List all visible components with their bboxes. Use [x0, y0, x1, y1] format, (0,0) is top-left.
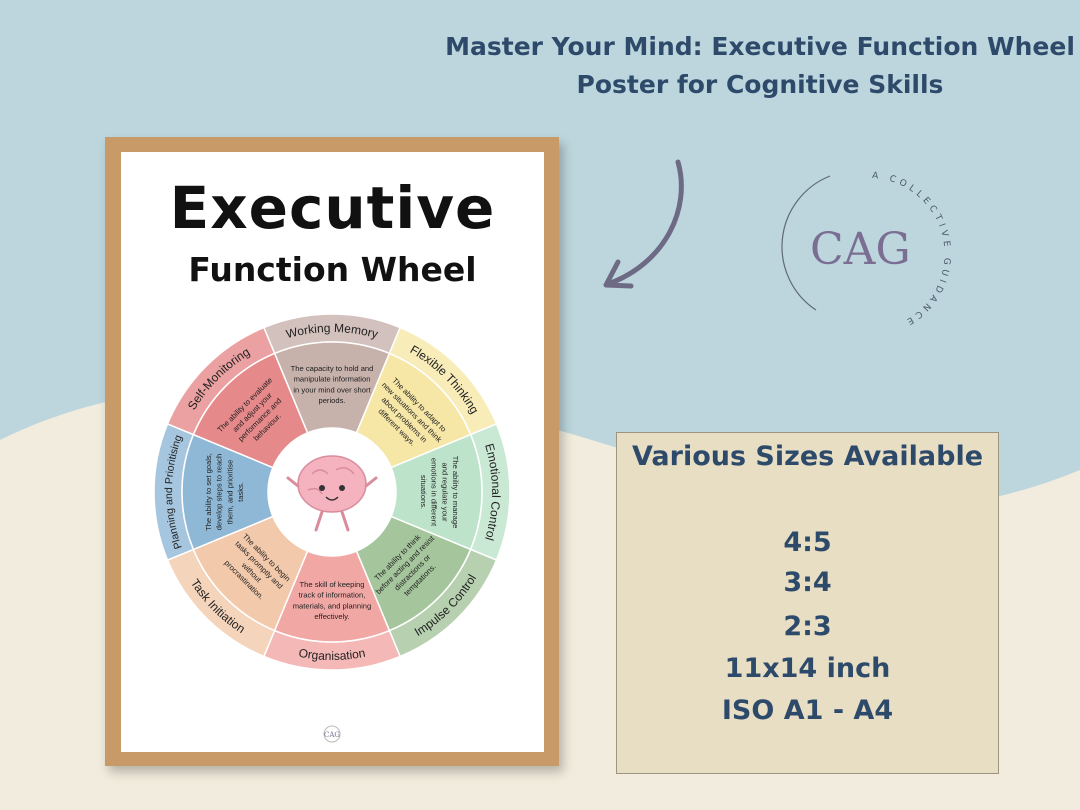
- wheel-segment-description-line: and regulate your: [440, 462, 449, 522]
- wheel-segment-description-line: in your mind over short: [293, 385, 371, 394]
- logo-letters: CAG: [810, 224, 911, 275]
- arrow-pointing-to-poster-icon: [603, 159, 684, 289]
- wheel-segment-description-line: emotions in different: [430, 458, 439, 527]
- size-option: ISO A1 - A4: [721, 695, 894, 726]
- wheel-segment-description: The capacity to hold and manipulate infor…: [291, 364, 374, 405]
- wheel-segment-description-line: develop steps to reach: [215, 454, 224, 530]
- wheel-segment-description: The ability to set goals,develop steps t…: [204, 453, 245, 531]
- wheel-segment-label: Working Memory: [285, 321, 380, 341]
- wheel-segment-label: Organisation: [298, 646, 367, 663]
- wheel-segment-description-line: tasks.: [236, 482, 245, 502]
- wheel-segment-description-line: periods.: [318, 396, 345, 405]
- brain-character-icon: [286, 455, 378, 532]
- wheel-segment-description-line: The ability to set goals,: [204, 453, 213, 531]
- wheel-segment-description-line: The ability to manage: [451, 456, 460, 529]
- headline: Master Your Mind: Executive Function Whe…: [420, 28, 1080, 104]
- poster-footer-logo-text: CAG: [324, 731, 340, 739]
- poster-title-function-wheel: Function Wheel: [188, 250, 477, 289]
- size-option: 4:5: [783, 527, 832, 558]
- size-option: 3:4: [783, 567, 832, 598]
- wheel-segment-description-line: effectively.: [314, 612, 349, 621]
- sizes-panel: Various Sizes Available 4:5 3:4 2:3 11x14 i…: [616, 432, 999, 774]
- size-option: 11x14 inch: [724, 653, 891, 684]
- wheel-segment-description-line: situations.: [419, 475, 428, 509]
- poster-footer-logo: CAG: [323, 725, 341, 743]
- wheel-segment-description-line: manipulate information: [294, 375, 371, 384]
- wheel-segment-description-line: track of information,: [299, 591, 366, 600]
- wheel-segment-description-line: The skill of keeping: [299, 580, 364, 589]
- wheel-segment-description-line: them, and prioritise: [225, 460, 234, 525]
- size-option: 2:3: [783, 611, 832, 642]
- wheel-segment-description-line: The capacity to hold and: [291, 364, 374, 373]
- headline-line-1: Master Your Mind: Executive Function Whe…: [445, 32, 1075, 61]
- wheel-segment-description: The skill of keeping track of information…: [293, 580, 372, 621]
- brand-logo: CAG A COLLECTIVE GUIDANCE: [781, 171, 948, 328]
- wheel-segment-label: Emotional Control: [482, 442, 503, 542]
- poster-title-executive: Executive: [169, 174, 496, 242]
- wheel-segment-description-line: materials, and planning: [293, 601, 372, 610]
- headline-line-2: Poster for Cognitive Skills: [576, 70, 944, 99]
- sizes-title: Various Sizes Available: [631, 441, 984, 472]
